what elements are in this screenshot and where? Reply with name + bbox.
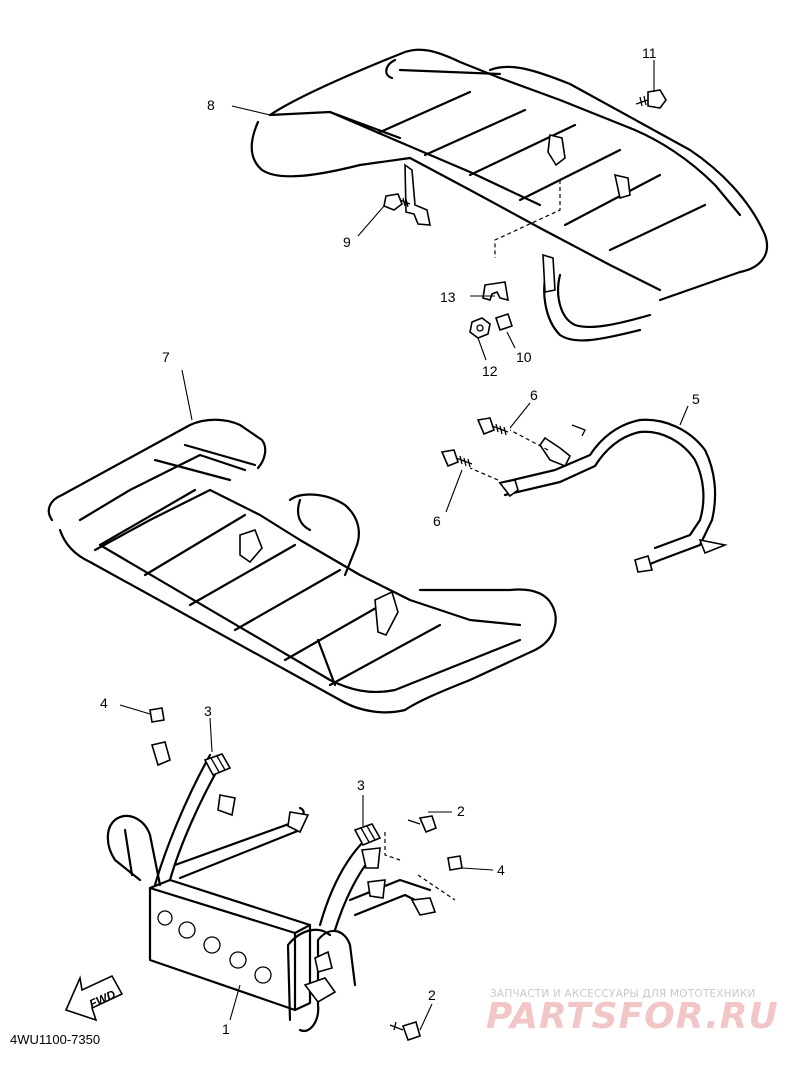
callout-1: 1	[222, 1021, 230, 1037]
watermark-logo: PARTSFOR.RU	[486, 996, 779, 1037]
front-carrier	[47, 418, 557, 714]
callout-4-left: 4	[100, 695, 108, 711]
damper-3-right	[353, 823, 382, 847]
callout-numbers: 8 11 9 13 10 12 7 5 6 6 4 3 3 2 4 2 1	[100, 45, 700, 1037]
callout-2-lower: 2	[428, 987, 436, 1003]
callout-11: 11	[642, 45, 657, 61]
collar-10	[494, 312, 514, 332]
callout-2-upper: 2	[457, 803, 465, 819]
callout-5: 5	[692, 391, 700, 407]
front-guard	[106, 741, 456, 1033]
clip-13	[482, 281, 509, 302]
callout-leaders	[119, 60, 689, 1031]
bolt-2-lower	[389, 1020, 421, 1042]
callout-10: 10	[516, 349, 532, 365]
callout-3-right: 3	[357, 777, 365, 793]
callout-6-upper: 6	[530, 387, 538, 403]
cap-4-right	[447, 855, 463, 871]
callout-4-right: 4	[497, 862, 505, 878]
callout-6-lower: 6	[433, 513, 441, 529]
rear-carrier	[250, 48, 768, 342]
watermark-tagline: ЗАПЧАСТИ И АКСЕССУАРЫ ДЛЯ МОТОТЕХНИКИ	[490, 988, 756, 1000]
bolt-6-upper	[476, 417, 509, 436]
callout-8: 8	[207, 97, 215, 113]
stay	[469, 418, 728, 573]
callout-13: 13	[440, 289, 456, 305]
bolt-11	[635, 89, 667, 109]
damper-3-left	[203, 753, 232, 777]
fwd-arrow: FWD	[64, 974, 124, 1022]
bolt-9	[383, 193, 411, 211]
nut-12	[469, 317, 491, 339]
cap-4-left	[149, 707, 165, 723]
bolt-6-lower	[440, 449, 473, 468]
diagram-code: 4WU1100-7350	[10, 1032, 101, 1047]
callout-12: 12	[482, 363, 498, 379]
callout-7: 7	[162, 349, 170, 365]
bolt-2-upper	[407, 815, 437, 834]
callout-3-left: 3	[204, 703, 212, 719]
callout-9: 9	[343, 234, 351, 250]
